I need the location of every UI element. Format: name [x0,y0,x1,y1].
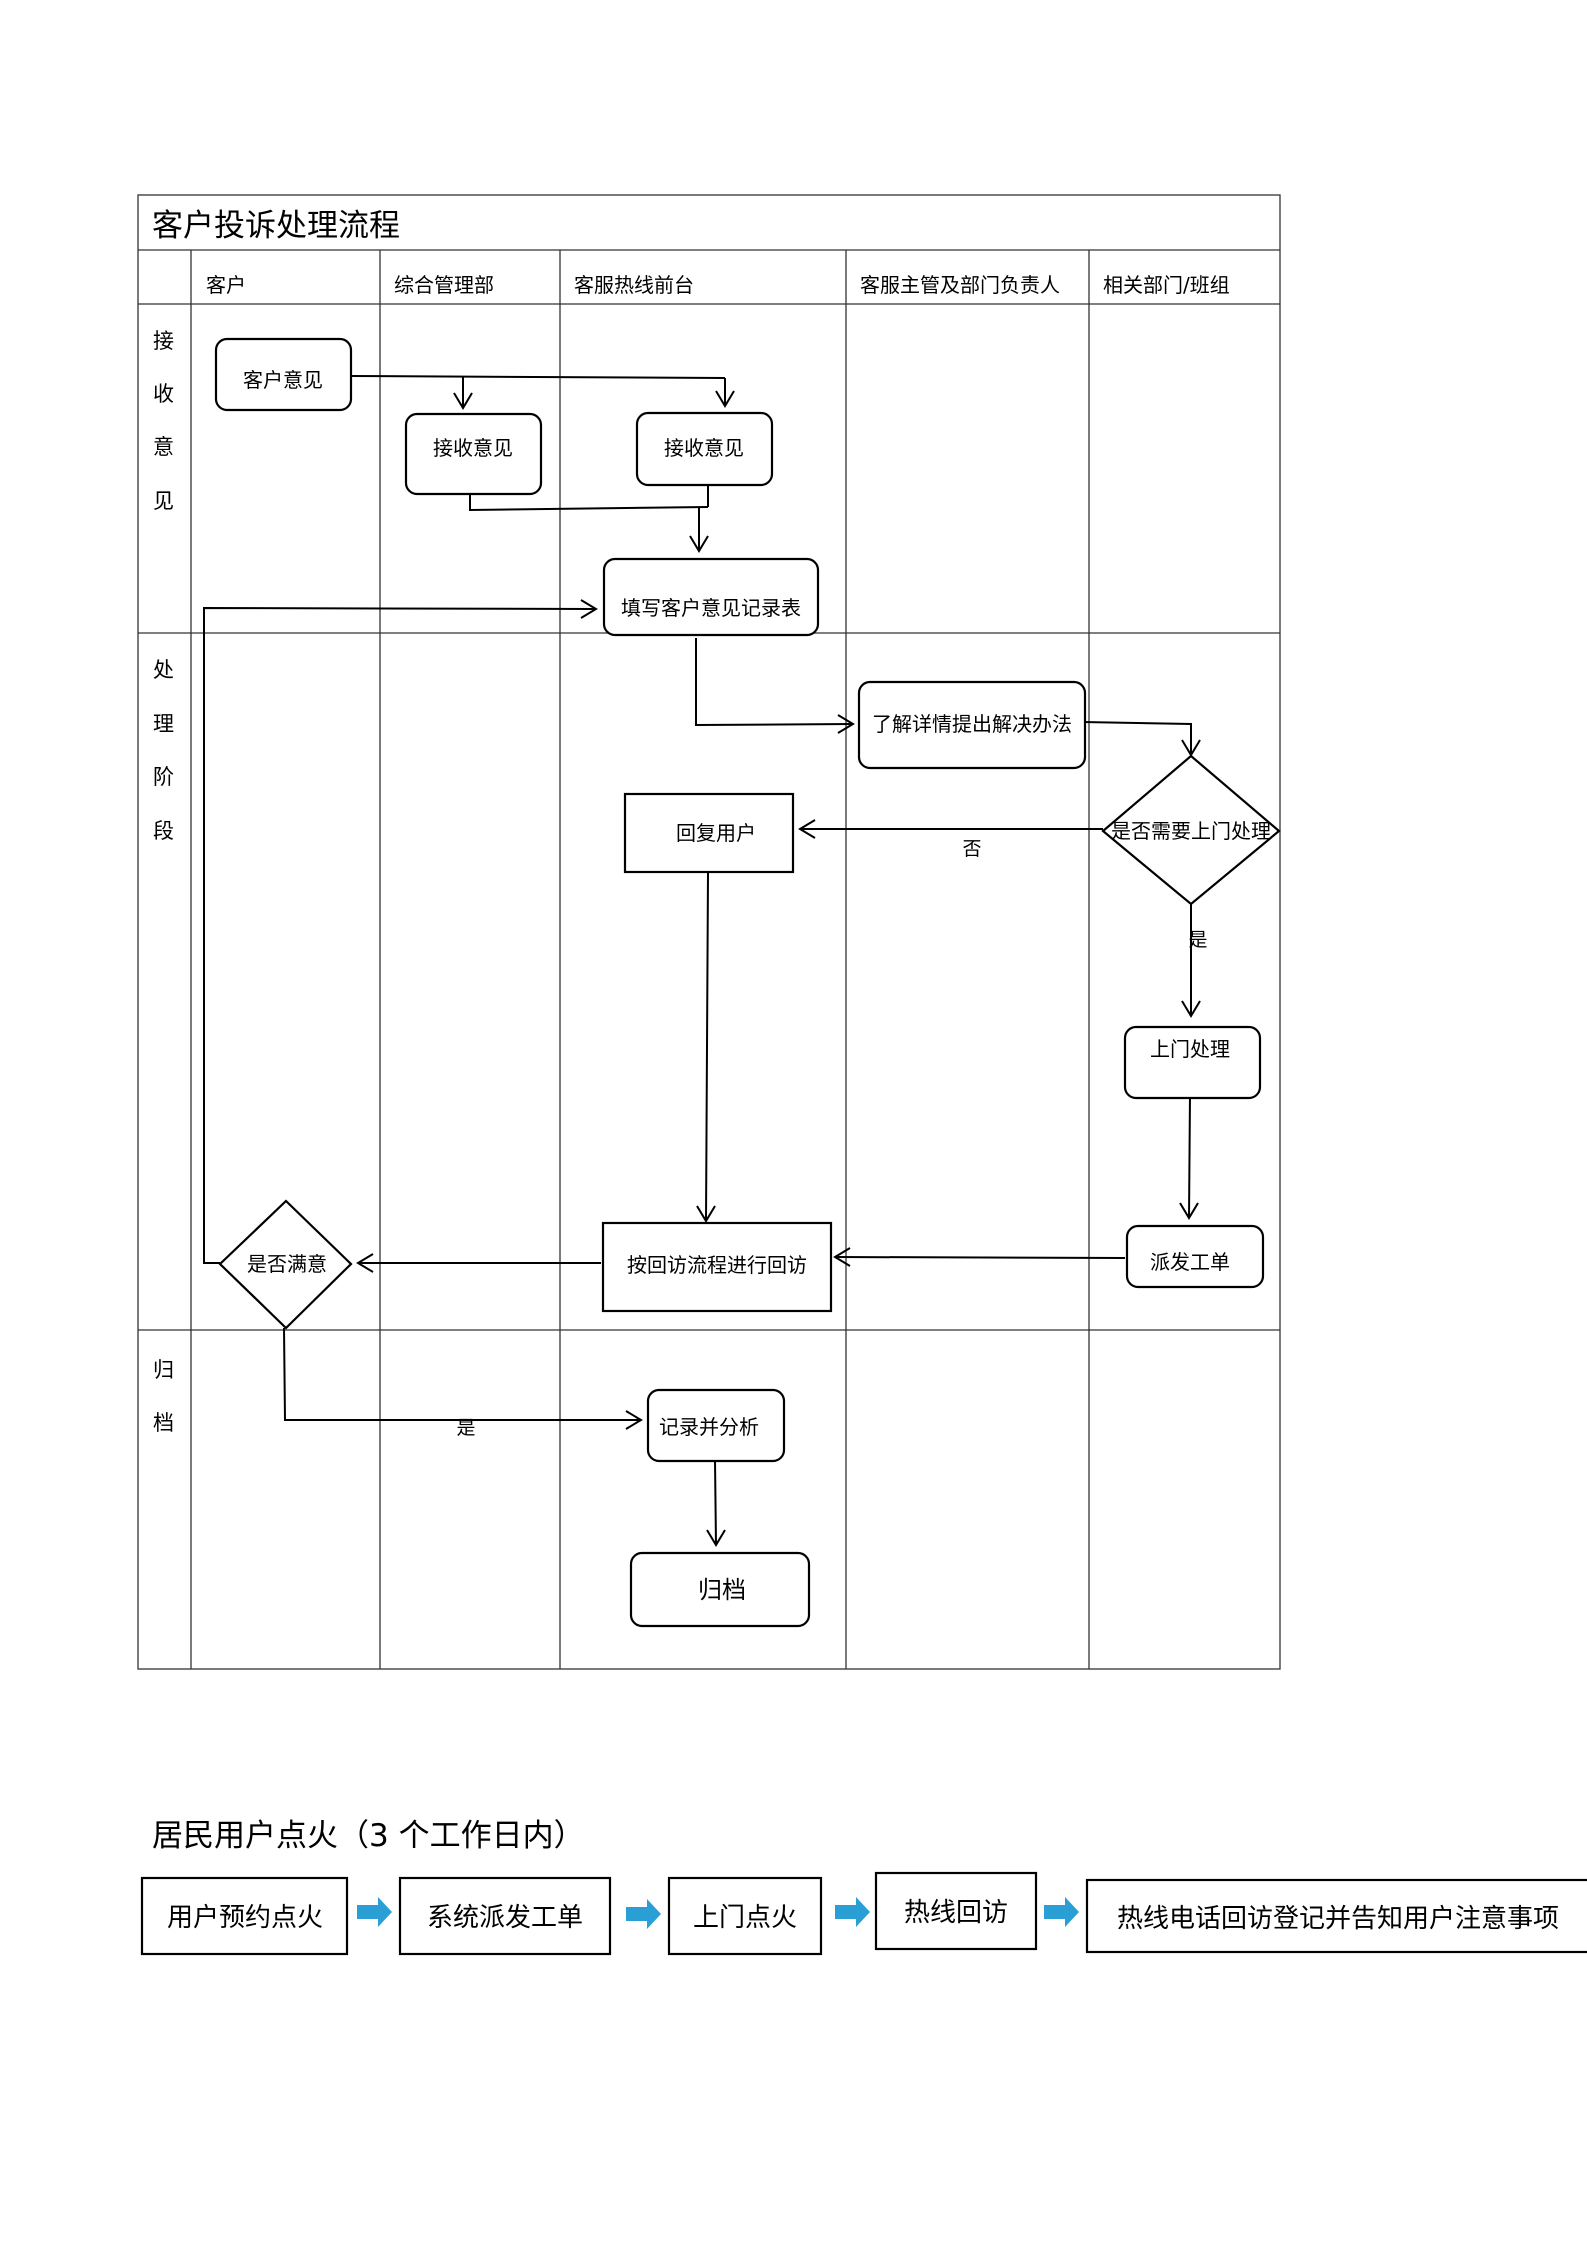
svg-text:用户预约点火: 用户预约点火 [167,1903,323,1933]
node-archive: 归档 [629,1551,811,1628]
stage-receive-char: 意 [153,435,174,459]
svg-text:归档: 归档 [698,1576,746,1604]
swimlane-frame [137,194,1281,1670]
flowchart-title: 客户投诉处理流程 [152,208,400,244]
svg-text:是否需要上门处理: 是否需要上门处理 [1111,819,1271,843]
stage-archive-char: 档 [153,1411,174,1435]
connector-onsite-to-dispatch [1188,1094,1191,1219]
column-header-supervisor: 客服主管及部门负责人 [860,273,1060,297]
node-understand-details: 了解详情提出解决办法 [857,680,1087,770]
arrowhead-icon [1181,1000,1201,1018]
process2-step: 用户预约点火 [140,1876,349,1956]
column-header-admin: 综合管理部 [394,273,494,297]
arrowhead-icon [706,1529,726,1547]
connector-dispatch-to-followup [834,1256,1126,1259]
arrowhead-icon [356,1253,374,1273]
node-receive-hotline: 接收意见 [635,411,774,487]
stage-receive-char: 收 [153,382,174,406]
svg-text:接收意见: 接收意见 [664,436,744,460]
blue-arrow-icon [835,1897,870,1927]
column-header-team: 相关部门/班组 [1103,273,1230,297]
node-reply-user: 回复用户 [623,792,795,874]
label-no: 否 [962,838,981,860]
stage-receive-char: 见 [153,489,174,513]
process2-step: 热线电话回访登记并告知用户注意事项 [1085,1878,1587,1954]
svg-text:是否满意: 是否满意 [247,1252,327,1276]
arrowhead-icon [798,819,816,839]
swimlane-grid [137,194,1281,1670]
arrowhead-icon [715,390,735,408]
svg-text:热线电话回访登记并告知用户注意事项: 热线电话回访登记并告知用户注意事项 [1117,1904,1559,1934]
node-need-onsite-decision: 是否需要上门处理 [1101,754,1281,906]
arrowhead-icon [696,1205,716,1223]
label-yes-satisfied: 是 [456,1417,475,1439]
arrowhead-icon [453,392,473,410]
connector-satisfied-yes [283,1327,641,1421]
process2-arrows [357,1897,1079,1929]
arrowhead-icon [625,1410,643,1430]
arrowhead-icon [1179,1202,1199,1220]
blue-arrow-icon [1044,1897,1079,1927]
svg-text:派发工单: 派发工单 [1150,1250,1230,1274]
arrowhead-icon [837,714,855,734]
connector-reply-to-followup [705,872,709,1222]
arrowhead-icon [580,599,598,619]
node-record-analyze: 记录并分析 [646,1388,786,1463]
label-yes-onsite: 是 [1188,929,1207,951]
svg-text:客户意见: 客户意见 [243,368,323,392]
process2-step: 系统派发工单 [398,1876,612,1956]
stage-process-char: 阶 [153,765,174,789]
stage-archive-char: 归 [153,1358,174,1382]
stage-process-char: 理 [153,712,174,736]
process2-step: 上门点火 [667,1876,823,1956]
column-header-hotline: 客服热线前台 [574,273,694,297]
svg-text:回复用户: 回复用户 [676,821,756,845]
stage-receive-char: 接 [153,329,174,353]
svg-text:记录并分析: 记录并分析 [659,1415,759,1439]
connector-admin-merge [469,494,709,512]
node-follow-up: 按回访流程进行回访 [601,1221,833,1313]
node-satisfied-decision: 是否满意 [218,1199,353,1330]
node-dispatch-order: 派发工单 [1125,1224,1265,1289]
process2-title: 居民用户点火（3 个工作日内） [152,1818,585,1854]
process2-step: 热线回访 [874,1871,1038,1951]
svg-text:了解详情提出解决办法: 了解详情提出解决办法 [872,712,1072,736]
arrowhead-icon [833,1247,851,1267]
node-receive-admin: 接收意见 [404,412,543,496]
svg-text:上门处理: 上门处理 [1150,1037,1230,1061]
arrowhead-icon [689,535,709,553]
connector-form-to-details [695,638,854,727]
svg-text:填写客户意见记录表: 填写客户意见记录表 [621,596,801,620]
stage-process-char: 段 [153,819,174,843]
connector-satisfied-loop [203,606,597,1264]
blue-arrow-icon [357,1897,392,1927]
blue-arrow-icon [626,1899,661,1929]
svg-text:上门点火: 上门点火 [693,1903,797,1933]
svg-text:热线回访: 热线回访 [904,1898,1008,1928]
connector-details-to-decision [1081,721,1192,755]
node-customer-feedback: 客户意见 [214,337,353,412]
stage-process-char: 处 [153,658,174,682]
node-onsite: 上门处理 [1123,1025,1262,1100]
connector-feedback-split [350,375,726,379]
node-fill-form: 填写客户意见记录表 [602,557,820,637]
connectors [203,375,1201,1547]
connector-record-to-archive [714,1459,717,1546]
svg-text:按回访流程进行回访: 按回访流程进行回访 [627,1253,807,1277]
column-header-customer: 客户 [206,273,246,297]
svg-text:接收意见: 接收意见 [433,436,513,460]
svg-text:系统派发工单: 系统派发工单 [427,1903,583,1933]
